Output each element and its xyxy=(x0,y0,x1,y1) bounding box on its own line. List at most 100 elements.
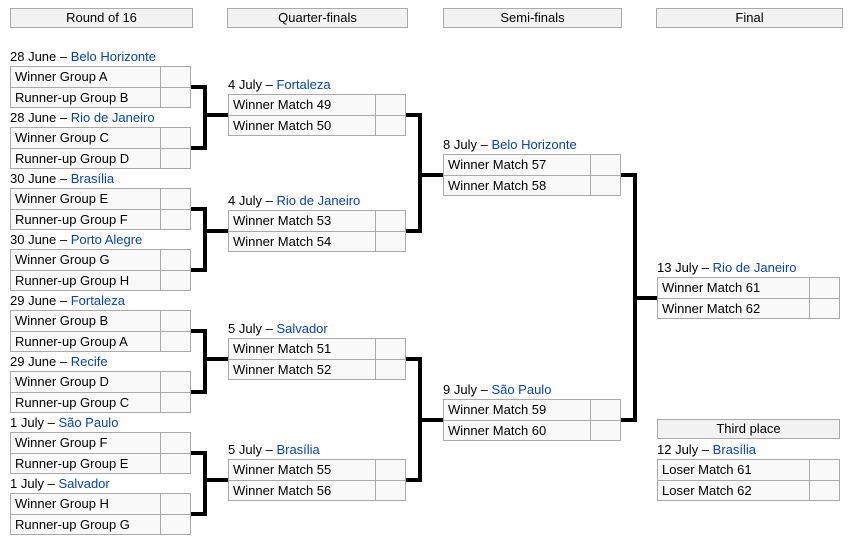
match-date: 12 July – Brasília xyxy=(657,443,840,459)
score-cell xyxy=(160,149,190,168)
match-city-link[interactable]: Salvador xyxy=(58,476,110,491)
match-row: Winner Group A xyxy=(11,67,190,87)
match-row: Winner Match 53 xyxy=(229,211,405,231)
team-name: Runner-up Group E xyxy=(15,456,129,471)
match-date-text: 30 June – xyxy=(10,232,68,247)
match-date: 29 June – Recife xyxy=(10,355,191,371)
match-city-link[interactable]: Rio de Janeiro xyxy=(712,260,797,275)
match-city-link[interactable]: Rio de Janeiro xyxy=(276,193,361,208)
score-cell xyxy=(160,393,190,412)
match-date-text: 5 July – xyxy=(228,442,273,457)
header-semi-finals: Semi-finals xyxy=(443,8,622,28)
bracket-connector xyxy=(406,229,422,233)
match-row: Winner Group C xyxy=(11,128,190,148)
match-table: Winner Group B Runner-up Group A xyxy=(10,310,191,352)
match-date-text: 8 July – xyxy=(443,137,488,152)
match-row: Runner-up Group A xyxy=(11,331,190,351)
match-row: Winner Match 54 xyxy=(229,231,405,251)
team-name: Runner-up Group A xyxy=(15,334,128,349)
bracket-connector xyxy=(191,512,207,516)
header-final: Final xyxy=(656,8,843,28)
bracket-connector xyxy=(203,207,207,272)
match-row: Winner Match 57 xyxy=(444,155,620,175)
match-city-link[interactable]: Belo Horizonte xyxy=(491,137,577,152)
bracket-connector xyxy=(621,173,637,177)
match-city-link[interactable]: São Paulo xyxy=(58,415,119,430)
team-name: Winner Match 62 xyxy=(662,301,761,316)
match-date: 9 July – São Paulo xyxy=(443,383,621,399)
match-row: Winner Match 55 xyxy=(229,460,405,480)
score-cell xyxy=(160,494,190,514)
match-city-link[interactable]: Belo Horizonte xyxy=(70,49,157,64)
match-city-link[interactable]: Porto Alegre xyxy=(70,232,143,247)
match-date: 1 July – São Paulo xyxy=(10,416,191,432)
bracket-connector xyxy=(191,268,207,272)
team-name: Runner-up Group C xyxy=(15,395,130,410)
match-date: 5 July – Salvador xyxy=(228,322,406,338)
match-row: Runner-up Group D xyxy=(11,148,190,168)
bracket-connector xyxy=(203,451,207,516)
bracket-connector xyxy=(422,173,443,177)
score-cell xyxy=(160,332,190,351)
match-row: Winner Match 56 xyxy=(229,480,405,500)
match-city-link[interactable]: Salvador xyxy=(276,321,328,336)
match-city-link[interactable]: Recife xyxy=(70,354,108,369)
match-row: Winner Match 58 xyxy=(444,175,620,195)
match-table: Winner Match 59 Winner Match 60 xyxy=(443,399,621,441)
match-city-link[interactable]: Fortaleza xyxy=(70,293,125,308)
team-name: Runner-up Group G xyxy=(15,517,130,532)
bracket-connector xyxy=(191,85,207,89)
header-third-place: Third place xyxy=(657,419,840,439)
match-r16-2: 28 June – Rio de Janeiro Winner Group C … xyxy=(10,111,191,169)
team-name: Runner-up Group D xyxy=(15,151,130,166)
match-city-link[interactable]: São Paulo xyxy=(491,382,552,397)
team-name: Winner Group E xyxy=(15,191,109,206)
bracket-connector xyxy=(207,229,228,233)
match-qf-3: 5 July – Salvador Winner Match 51 Winner… xyxy=(228,322,406,380)
score-cell xyxy=(160,372,190,392)
bracket-connector xyxy=(203,85,207,150)
score-cell xyxy=(590,421,620,440)
match-date-text: 30 June – xyxy=(10,171,68,186)
match-date-text: 29 June – xyxy=(10,293,68,308)
match-third-place: 12 July – Brasília Loser Match 61 Loser … xyxy=(657,443,840,501)
score-cell xyxy=(160,189,190,209)
match-city-link[interactable]: Rio de Janeiro xyxy=(70,110,155,125)
score-cell xyxy=(375,460,405,480)
bracket-connector xyxy=(191,390,207,394)
match-date: 1 July – Salvador xyxy=(10,477,191,493)
match-row: Loser Match 61 xyxy=(658,460,839,480)
score-cell xyxy=(375,360,405,379)
match-table: Winner Match 51 Winner Match 52 xyxy=(228,338,406,380)
bracket-connector xyxy=(207,113,228,117)
bracket-connector xyxy=(191,207,207,211)
team-name: Winner Group H xyxy=(15,496,109,511)
match-r16-3: 30 June – Brasília Winner Group E Runner… xyxy=(10,172,191,230)
team-name: Winner Match 51 xyxy=(233,341,332,356)
match-city-link[interactable]: Fortaleza xyxy=(276,77,331,92)
match-table: Winner Group H Runner-up Group G xyxy=(10,493,191,535)
score-cell xyxy=(375,116,405,135)
score-cell xyxy=(160,128,190,148)
team-name: Winner Match 57 xyxy=(448,157,547,172)
match-city-link[interactable]: Brasília xyxy=(70,171,115,186)
match-r16-7: 1 July – São Paulo Winner Group F Runner… xyxy=(10,416,191,474)
match-table: Winner Group A Runner-up Group B xyxy=(10,66,191,108)
score-cell xyxy=(160,454,190,473)
match-city-link[interactable]: Brasília xyxy=(712,442,757,457)
match-table: Winner Match 49 Winner Match 50 xyxy=(228,94,406,136)
team-name: Winner Group G xyxy=(15,252,110,267)
match-date: 29 June – Fortaleza xyxy=(10,294,191,310)
match-city-link[interactable]: Brasília xyxy=(276,442,320,457)
match-table: Winner Match 61 Winner Match 62 xyxy=(657,277,840,319)
bracket-connector xyxy=(637,296,657,300)
match-date-text: 12 July – xyxy=(657,442,710,457)
match-table: Winner Match 55 Winner Match 56 xyxy=(228,459,406,501)
score-cell xyxy=(160,210,190,229)
team-name: Winner Match 59 xyxy=(448,402,547,417)
score-cell xyxy=(160,88,190,107)
score-cell xyxy=(160,311,190,331)
match-date-text: 5 July – xyxy=(228,321,273,336)
match-row: Runner-up Group E xyxy=(11,453,190,473)
bracket-connector xyxy=(621,418,637,422)
